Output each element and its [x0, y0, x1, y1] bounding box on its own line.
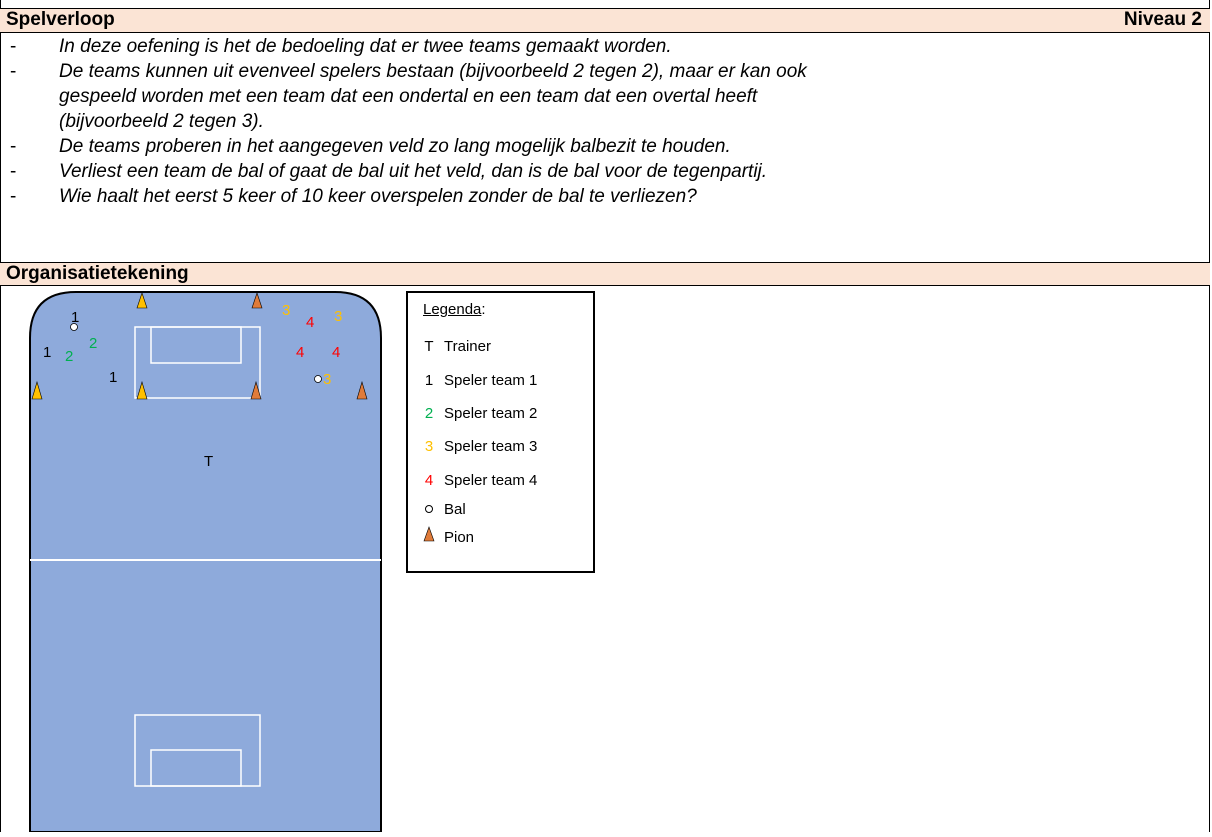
player-team-3: 3 [323, 371, 331, 388]
cone-icon [251, 292, 263, 309]
player-team-1: 1 [43, 344, 51, 361]
player-team-3: 3 [334, 308, 342, 325]
cone-icon [31, 380, 43, 400]
trainer-marker: T [204, 453, 213, 470]
list-item: - De teams proberen in het aangegeven ve… [10, 136, 731, 157]
cone-icon [136, 380, 148, 400]
list-item-text: (bijvoorbeeld 2 tegen 3). [59, 111, 264, 132]
ball-icon [70, 323, 78, 331]
player-team-1: 1 [109, 369, 117, 386]
cone-icon [356, 380, 368, 400]
ball-icon [418, 500, 440, 520]
legend-title: Legenda: [423, 301, 486, 318]
player-team-4: 4 [306, 314, 314, 331]
goal-box-bottom [150, 749, 242, 787]
ball-icon [314, 375, 322, 383]
section-title: Organisatietekening [6, 263, 189, 284]
list-item-text: De teams proberen in het aangegeven veld… [59, 136, 731, 157]
level-label: Niveau 2 [1123, 9, 1202, 30]
list-item: - Verliest een team de bal of gaat de ba… [10, 161, 768, 182]
section-header-spelverloop: Spelverloop Niveau 2 [0, 8, 1210, 33]
list-item-text: Wie haalt het eerst 5 keer of 10 keer ov… [59, 186, 697, 207]
field-drawing: 1 1 1 2 2 3 3 3 4 4 4 T [28, 290, 383, 833]
player-team-4: 4 [296, 344, 304, 361]
field-area [29, 291, 382, 833]
list-item: - Wie haalt het eerst 5 keer of 10 keer … [10, 186, 697, 207]
section-title: Spelverloop [6, 9, 115, 30]
list-item-text: De teams kunnen uit evenveel spelers bes… [59, 61, 807, 82]
legend-item-cone: Pion [418, 526, 474, 546]
player-team-2: 2 [65, 348, 73, 365]
list-item: - In deze oefening is het de bedoeling d… [10, 36, 672, 57]
list-item-text: Verliest een team de bal of gaat de bal … [59, 161, 768, 182]
goal-box-top [150, 326, 242, 364]
player-team-2: 2 [89, 335, 97, 352]
legend-item-ball: Bal [418, 500, 466, 520]
cone-icon [250, 380, 262, 400]
cone-icon [418, 526, 440, 548]
instruction-list: - In deze oefening is het de bedoeling d… [0, 34, 1210, 209]
list-item: - De teams kunnen uit evenveel spelers b… [10, 61, 807, 132]
cone-icon [136, 292, 148, 309]
player-team-4: 4 [332, 344, 340, 361]
field-svg: 1 1 1 2 2 3 3 3 4 4 4 T [29, 291, 382, 833]
player-team-3: 3 [282, 302, 290, 319]
list-item-text: gespeeld worden met een team dat een ond… [59, 86, 758, 107]
section-header-organisatietekening: Organisatietekening [0, 262, 1210, 286]
list-item-text: In deze oefening is het de bedoeling dat… [59, 36, 672, 57]
player-team-1: 1 [71, 309, 79, 326]
